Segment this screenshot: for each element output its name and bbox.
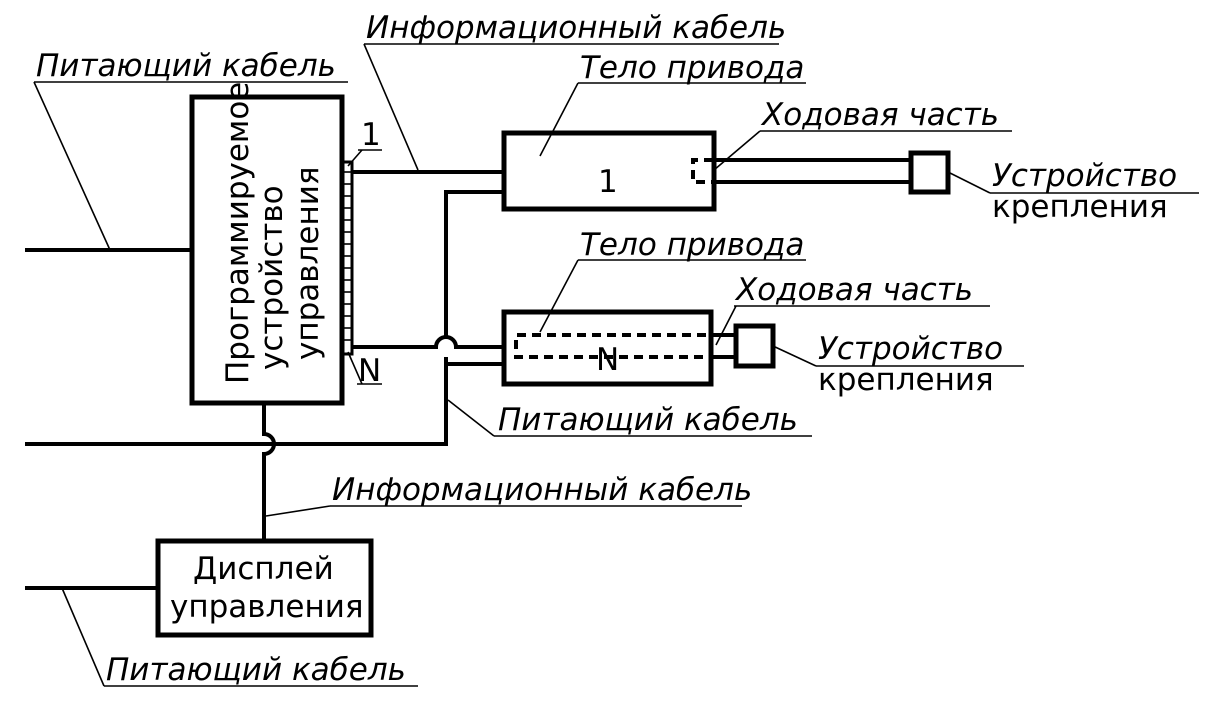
port-last-leader bbox=[347, 351, 363, 385]
mount-device-n-leader bbox=[772, 345, 817, 367]
info-cable-bottom-leader bbox=[265, 505, 331, 517]
running-part-1-leader bbox=[713, 130, 761, 171]
info-cable-bottom-label: Информационный кабель bbox=[332, 472, 752, 508]
drive-n-number: N bbox=[596, 342, 619, 378]
port-last-label: N bbox=[358, 353, 381, 389]
display-label-line1: Дисплей bbox=[193, 551, 334, 587]
mount-device-1-leader bbox=[947, 171, 991, 194]
terminal-strip bbox=[339, 160, 354, 356]
mount-device-1-label-line2: крепления bbox=[992, 189, 1168, 225]
drive-n-mount-device bbox=[733, 323, 776, 369]
drive-n-body bbox=[501, 309, 714, 387]
terminal-strip-ticks bbox=[341, 171, 352, 341]
drive-1-mount-device bbox=[908, 150, 951, 195]
drive-n-info-cable bbox=[352, 335, 504, 349]
drive-1-power-cable bbox=[444, 190, 504, 337]
power-cable-mid-label: Питающий кабель bbox=[498, 402, 798, 438]
drive-1-number: 1 bbox=[598, 164, 618, 200]
controller-label-line2: устройство bbox=[254, 185, 290, 370]
controller-label-line1: Программируемое bbox=[220, 82, 256, 384]
display-info-cable bbox=[262, 403, 276, 541]
drive-body-1-label: Тело привода bbox=[580, 50, 804, 86]
power-cable-bottom-label: Питающий кабель bbox=[106, 652, 406, 688]
power-cable-top-label: Питающий кабель bbox=[36, 48, 336, 84]
display-label-line2: управления bbox=[170, 589, 364, 625]
mount-device-n-label-line2: крепления bbox=[818, 362, 994, 398]
drive-1-running-part-hidden bbox=[691, 158, 713, 184]
controller-label-line3: управления bbox=[290, 166, 326, 360]
running-part-n-leader bbox=[715, 305, 737, 346]
running-part-n-label: Ходовая часть bbox=[734, 272, 973, 308]
drive-body-n-label: Тело привода bbox=[580, 227, 804, 263]
drive-n-running-part-hidden bbox=[514, 333, 736, 359]
port-first-leader bbox=[347, 149, 363, 167]
power-cable-top-leader bbox=[33, 81, 111, 251]
power-cable-bottom-leader bbox=[61, 587, 105, 687]
drive-body-n-leader bbox=[539, 259, 579, 333]
drive-1-body bbox=[501, 130, 717, 212]
info-cable-top-leader bbox=[363, 43, 419, 171]
port-first-label: 1 bbox=[361, 117, 381, 153]
running-part-1-label: Ходовая часть bbox=[760, 97, 999, 133]
mount-device-1-label-line1: Устройство bbox=[992, 158, 1177, 194]
info-cable-top-label: Информационный кабель bbox=[366, 10, 786, 46]
drive-body-1-leader bbox=[539, 82, 579, 157]
drive-n-power-cable bbox=[25, 362, 504, 446]
mount-device-n-label-line1: Устройство bbox=[818, 331, 1003, 367]
power-cable-mid-leader bbox=[447, 399, 495, 437]
